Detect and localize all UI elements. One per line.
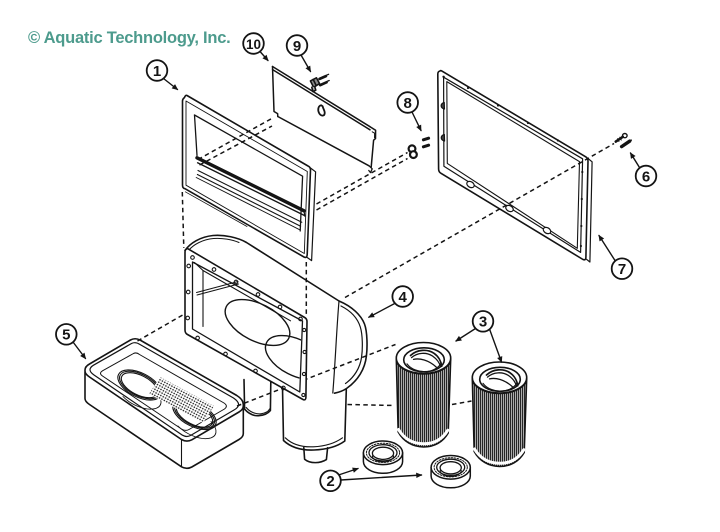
svg-text:4: 4 (399, 289, 408, 306)
svg-text:6: 6 (642, 168, 650, 185)
svg-text:8: 8 (404, 95, 412, 112)
svg-text:9: 9 (293, 38, 301, 55)
svg-text:3: 3 (479, 314, 487, 331)
svg-text:5: 5 (62, 327, 70, 344)
svg-text:2: 2 (326, 473, 334, 490)
svg-text:7: 7 (618, 261, 626, 278)
svg-text:1: 1 (153, 63, 161, 80)
svg-text:© Aquatic Technology, Inc.: © Aquatic Technology, Inc. (28, 29, 230, 47)
svg-text:10: 10 (246, 37, 261, 52)
